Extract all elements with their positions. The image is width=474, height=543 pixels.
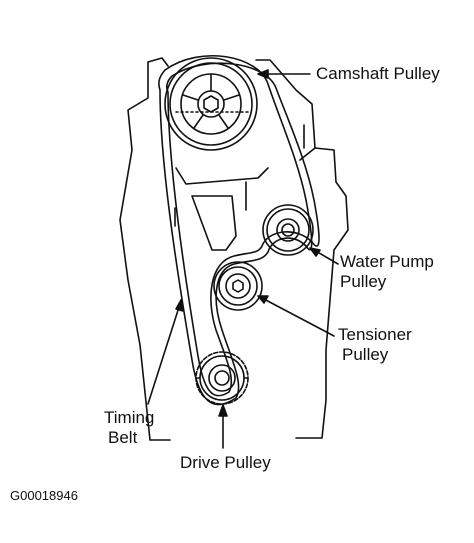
camshaft-pulley [164,57,258,151]
figure-id: G00018946 [10,488,78,503]
arrow-timing-belt [147,303,181,405]
arrow-tensioner [261,297,335,337]
timing-belt [158,55,320,406]
drive-pulley-label: Drive Pulley [180,453,271,472]
water-pump-pulley-label-line1: Water Pump [340,252,434,271]
casting-detail [174,124,316,251]
arrow-timing-belt-head [175,299,184,312]
drive-pulley [195,351,249,405]
camshaft-pulley-label: Camshaft Pulley [316,64,440,83]
engine-block-outline [119,57,349,441]
timing-belt-label-line1: Timing [104,408,155,427]
leader-arrows [147,69,339,449]
tensioner-pulley-label-line2: Pulley [342,345,389,364]
arrow-tensioner-head [257,295,269,304]
arrow-water-pump-head [309,247,321,257]
tensioner-pulley-label-line1: Tensioner [338,325,412,344]
cover-seam-line [175,167,269,185]
arrow-drive-head [218,404,228,417]
arrow-camshaft-head [257,69,269,79]
tensioner-pulley [213,261,263,311]
timing-belt-label-line2: Belt [108,428,138,447]
water-pump-pulley [262,204,314,256]
water-pump-pulley-label-line2: Pulley [340,272,387,291]
